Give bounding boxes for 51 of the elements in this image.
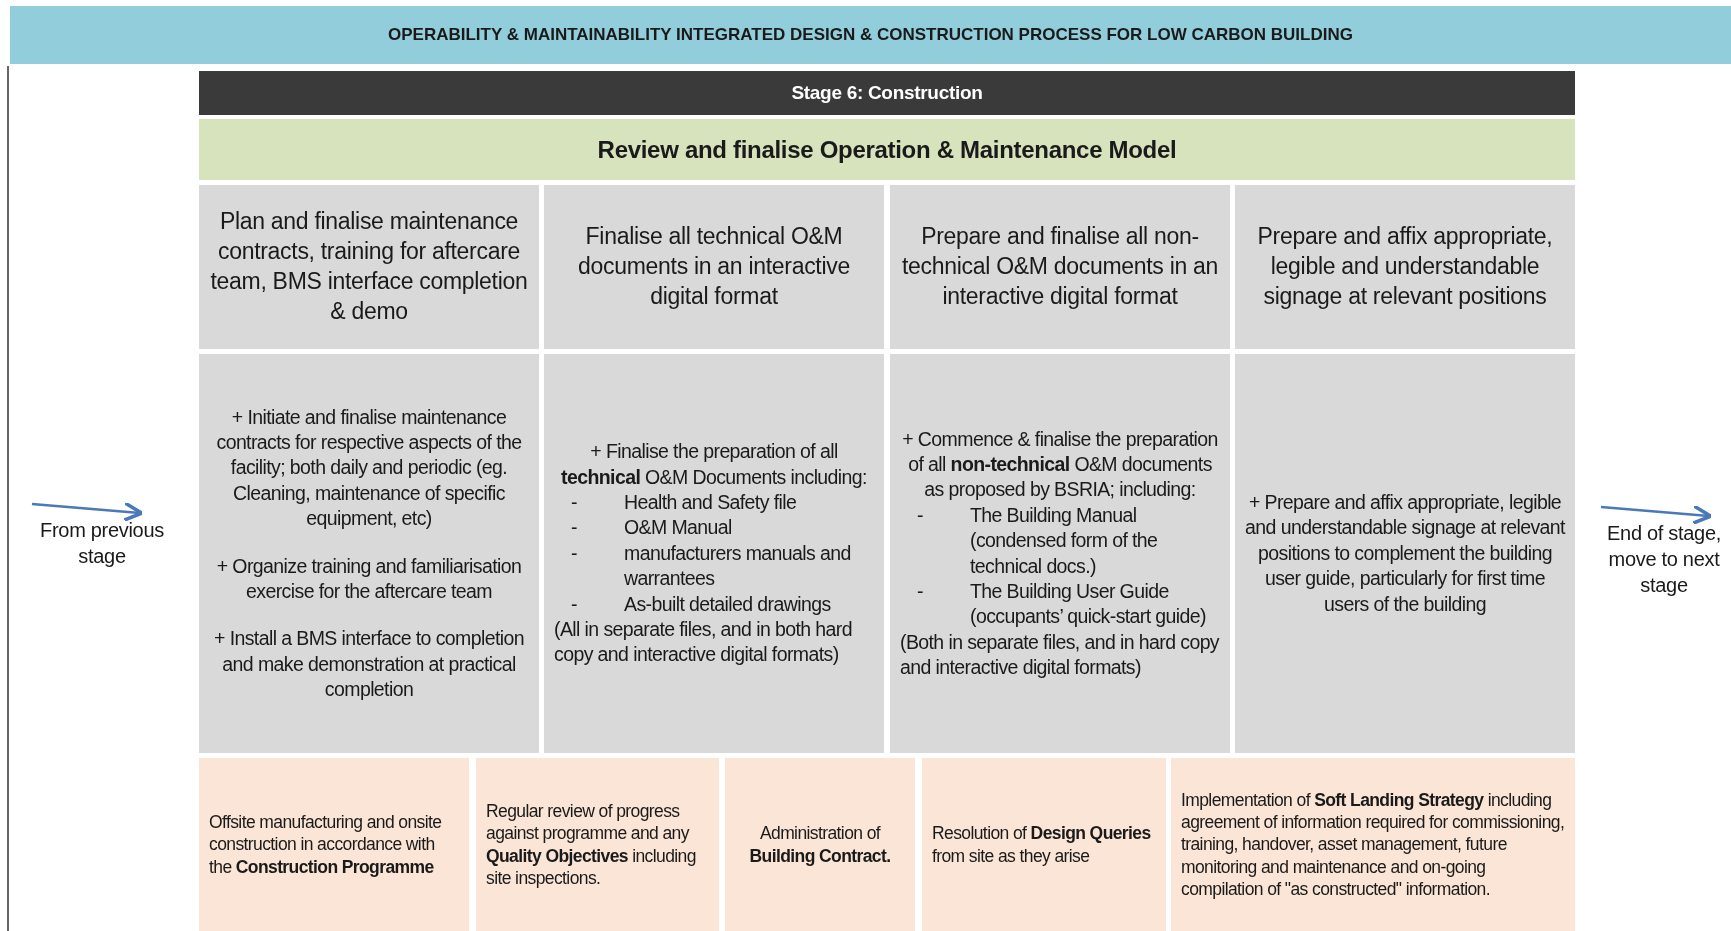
task-description: + Commence & finalise the preparation of all non-technical O&M documents as proposed by BSRIA; including: bbox=[901, 426, 1219, 503]
bullet-item: manufacturers manuals and warrantees bbox=[623, 540, 852, 592]
bullet-item: The Building User Guide (occupants’ quick-start guide) bbox=[969, 578, 1207, 630]
stage-note-text: From previous stage bbox=[39, 518, 165, 569]
task-detail-panel bbox=[199, 354, 539, 753]
task-detail-panel bbox=[544, 354, 884, 753]
stage-band bbox=[199, 71, 1575, 115]
activity-description: Regular review of progress against programme and any Quality Objectives including site inspections. bbox=[486, 799, 697, 890]
task-detail-panel bbox=[1235, 354, 1575, 753]
arrow bbox=[31, 501, 144, 523]
bullet-dash: - bbox=[570, 490, 578, 516]
activity-description: Administration of Building Contract. bbox=[748, 821, 892, 868]
bullet-item: The Building Manual (condensed form of the technical docs.) bbox=[969, 502, 1159, 579]
bullet-item: Health and Safety file bbox=[623, 490, 797, 516]
task-description: + Organize training and familiarisation exercise for the aftercare team bbox=[215, 553, 523, 604]
task-description: + Prepare and affix appropriate, legible and understandable signage at relevant positions to complement the building user guide, particularly for first time users of the building bbox=[1245, 490, 1565, 617]
activity-cell bbox=[725, 758, 915, 931]
bullet-item: As-built detailed drawings bbox=[623, 591, 831, 617]
bullet-dash: - bbox=[916, 578, 924, 604]
activity-cell bbox=[476, 758, 719, 931]
stage-heading: Stage 6: Construction bbox=[791, 80, 983, 105]
bullet-dash: - bbox=[570, 540, 578, 566]
task-description: + Finalise the preparation of all technical O&M Documents including: bbox=[560, 439, 868, 490]
bullet-dash: - bbox=[570, 591, 578, 617]
activity-description: Resolution of Design Queries from site as they arise bbox=[932, 822, 1152, 867]
task-detail-panel bbox=[890, 354, 1230, 753]
task-heading: Prepare and finalise all non-technical O&M documents in an interactive digital format bbox=[901, 222, 1219, 311]
bullet-dash: - bbox=[570, 515, 578, 541]
task-header-cell bbox=[199, 185, 539, 349]
task-description: + Install a BMS interface to completion and make demonstration at practical completion bbox=[213, 626, 525, 702]
activity-description: Offsite manufacturing and onsite construction in accordance with the Construction Programme bbox=[209, 810, 443, 879]
activity-cell bbox=[1171, 758, 1575, 931]
activity-description: Implementation of Soft Landing Strategy including agreement of information required for commissioning, training, handover, asset management, future monitoring and maintenance and on-going compilation of "as constructed" information. bbox=[1181, 788, 1565, 901]
activity-cell bbox=[199, 758, 469, 931]
task-description: (Both in separate files, and in hard copy and interactive digital formats) bbox=[900, 629, 1220, 680]
task-header-cell bbox=[890, 185, 1230, 349]
bullet-dash: - bbox=[916, 502, 924, 528]
task-description: (All in separate files, and in both hard copy and interactive digital formats) bbox=[554, 616, 853, 668]
phase-heading: Review and finalise Operation & Maintenance Model bbox=[597, 134, 1177, 165]
arrow bbox=[1600, 504, 1713, 526]
task-heading: Plan and finalise maintenance contracts, training for aftercare team, BMS interface completion & demo bbox=[209, 207, 529, 326]
bullet-item: O&M Manual bbox=[623, 515, 732, 541]
task-description: + Initiate and finalise maintenance contracts for respective aspects of the facility; both daily and periodic (eg. Cleaning, maintenance of specific equipment, etc) bbox=[215, 404, 523, 532]
diagram-title: OPERABILITY & MAINTAINABILITY INTEGRATED DESIGN & CONSTRUCTION PROCESS FOR LOW CARBON BUILDING bbox=[388, 25, 1353, 45]
stage-note-text: End of stage, move to next stage bbox=[1607, 521, 1721, 598]
task-heading: Finalise all technical O&M documents in an interactive digital format bbox=[577, 222, 851, 311]
task-header-cell bbox=[544, 185, 884, 349]
task-header-cell bbox=[1235, 185, 1575, 349]
phase-band bbox=[199, 119, 1575, 180]
activity-cell bbox=[922, 758, 1166, 931]
task-heading: Prepare and affix appropriate, legible and understandable signage at relevant positions bbox=[1256, 222, 1554, 311]
